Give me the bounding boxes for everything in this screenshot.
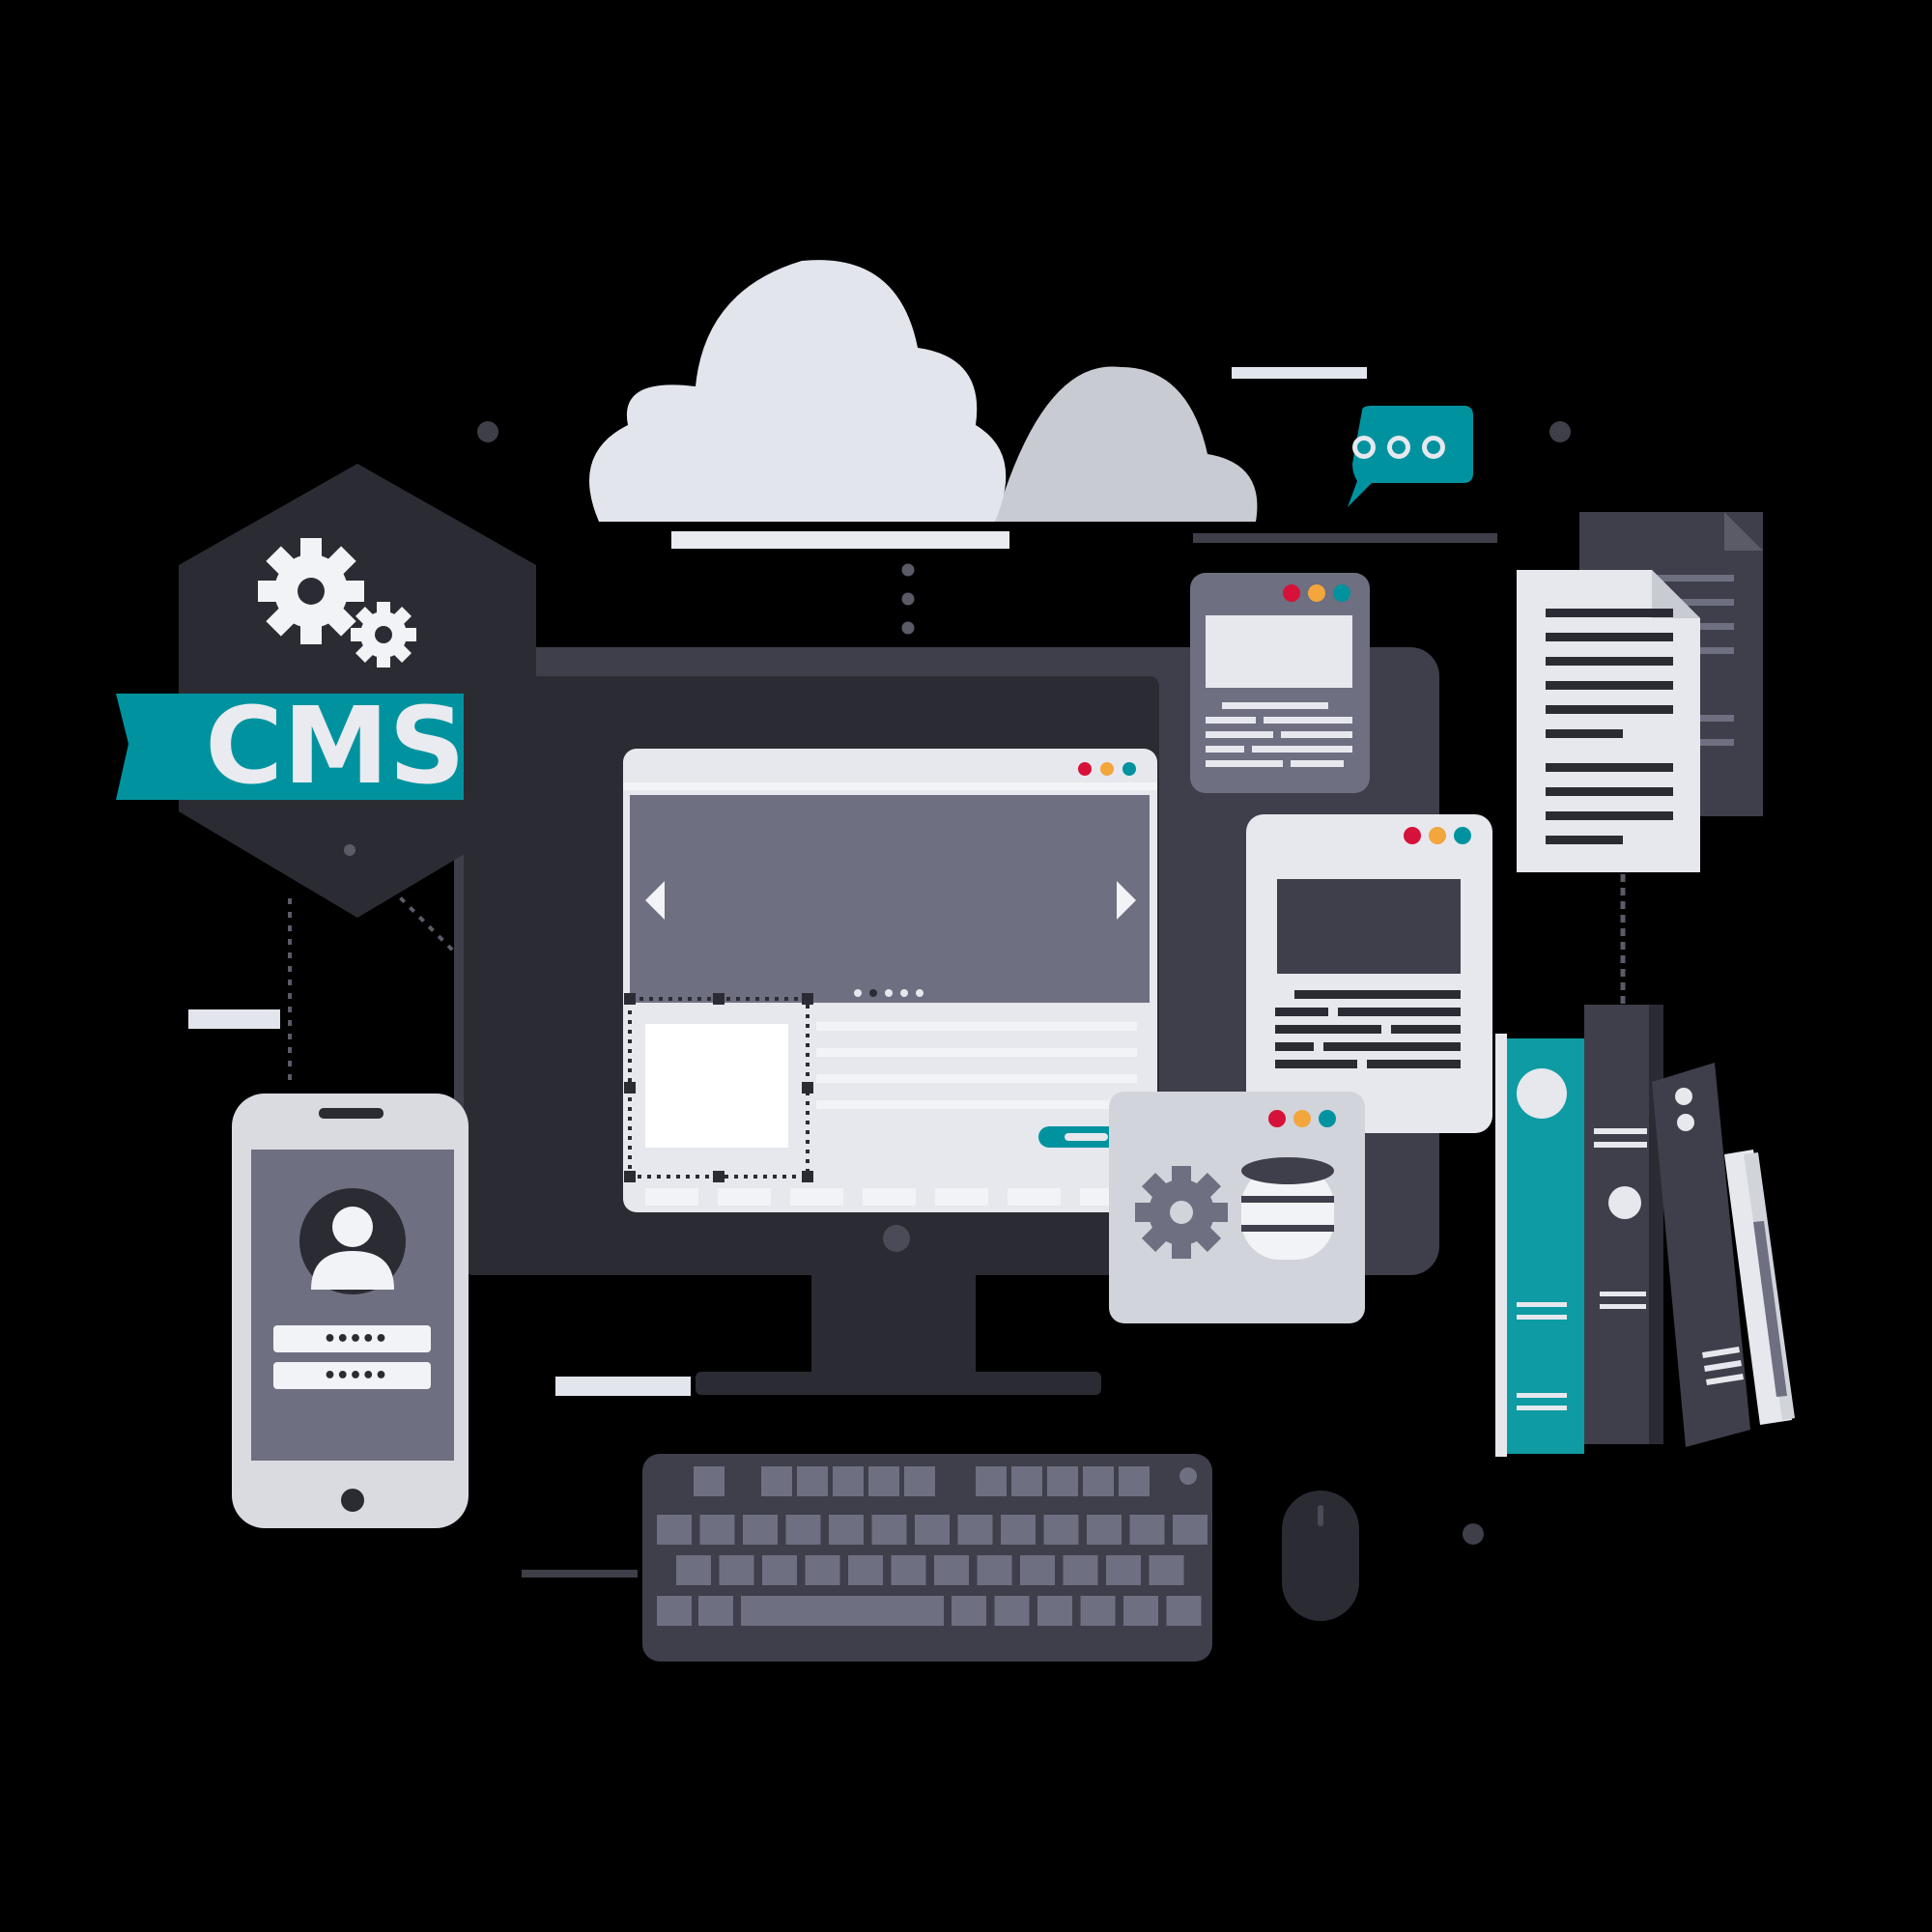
keyboard-key[interactable] (871, 1515, 907, 1545)
keyboard-key[interactable] (762, 1555, 797, 1585)
mobile-phone: ••••• ••••• (232, 1094, 469, 1528)
article-window (1246, 814, 1492, 1133)
slider-arrow-right-icon[interactable] (1117, 881, 1136, 920)
window-minimize-dot[interactable] (1100, 762, 1114, 776)
footer-nav[interactable] (645, 1188, 1133, 1206)
keyboard-key[interactable] (1083, 1466, 1114, 1496)
keyboard-key[interactable] (977, 1555, 1012, 1585)
keyboard-key[interactable] (1043, 1515, 1079, 1545)
gear-icon (1135, 1166, 1228, 1259)
keyboard-key[interactable] (1166, 1596, 1202, 1626)
keyboard-key[interactable] (741, 1596, 944, 1626)
username-field-mask: ••••• (324, 1327, 387, 1351)
keyboard-key[interactable] (891, 1555, 926, 1585)
keyboard-key[interactable] (797, 1466, 828, 1496)
keyboard-key[interactable] (1106, 1555, 1141, 1585)
keyboard-key[interactable] (805, 1555, 840, 1585)
keyboard-key[interactable] (743, 1515, 778, 1545)
username-field[interactable] (273, 1325, 431, 1352)
keyboard-key[interactable] (719, 1555, 754, 1585)
keyboard-key[interactable] (829, 1515, 864, 1545)
keyboard-key[interactable] (952, 1596, 986, 1626)
monitor-camera-icon (883, 1225, 910, 1252)
password-field[interactable] (273, 1362, 431, 1389)
keyboard-key[interactable] (994, 1596, 1030, 1626)
keyboard-key[interactable] (1037, 1596, 1072, 1626)
keyboard-key[interactable] (698, 1596, 733, 1626)
keyboard-key[interactable] (676, 1555, 711, 1585)
keyboard-key[interactable] (1087, 1515, 1122, 1545)
document-icon (1517, 512, 1763, 872)
keyboard-key[interactable] (868, 1466, 899, 1496)
database-icon (1241, 1157, 1334, 1260)
cms-badge-label: CMS (205, 684, 465, 808)
keyboard-key[interactable] (1080, 1596, 1116, 1626)
keyboard-key[interactable] (657, 1515, 692, 1545)
cloud-icon (589, 260, 1258, 549)
binder-icon (1495, 1005, 1795, 1457)
keyboard-key[interactable] (976, 1466, 1007, 1496)
keyboard-key[interactable] (904, 1466, 935, 1496)
keyboard-key[interactable] (694, 1466, 724, 1496)
phone-home-button[interactable] (341, 1489, 364, 1512)
keyboard-key[interactable] (833, 1466, 864, 1496)
keyboard-key[interactable] (1020, 1555, 1055, 1585)
keyboard-key[interactable] (761, 1466, 792, 1496)
keyboard-key[interactable] (1129, 1515, 1165, 1545)
keyboard-key[interactable] (657, 1596, 692, 1626)
gears-icon (258, 538, 416, 668)
keyboard-icon[interactable] (642, 1454, 1212, 1662)
keyboard-key[interactable] (848, 1555, 883, 1585)
cms-badge: CMS (116, 464, 555, 918)
keyboard-key[interactable] (934, 1555, 969, 1585)
slider-pagination-dots[interactable] (854, 989, 923, 997)
chat-bubble-icon (1348, 406, 1473, 507)
keyboard-key[interactable] (1063, 1555, 1098, 1585)
keyboard-key[interactable] (1119, 1466, 1150, 1496)
user-avatar-icon (299, 1188, 406, 1294)
keyboard-key[interactable] (1011, 1466, 1042, 1496)
keyboard-key[interactable] (699, 1515, 735, 1545)
keyboard-key[interactable] (915, 1515, 950, 1545)
slider-arrow-left-icon[interactable] (645, 881, 665, 920)
window-close-dot[interactable] (1078, 762, 1092, 776)
keyboard-key[interactable] (1173, 1515, 1208, 1545)
monitor (464, 676, 1159, 1395)
keyboard-key[interactable] (1047, 1466, 1078, 1496)
keyboard-key[interactable] (785, 1515, 821, 1545)
keyboard-key[interactable] (957, 1515, 993, 1545)
mouse-icon[interactable] (1282, 1491, 1359, 1621)
browser-window-icon (1190, 573, 1370, 793)
settings-window (1109, 1092, 1365, 1323)
window-maximize-dot[interactable] (1122, 762, 1136, 776)
content-text-lines (816, 1022, 1137, 1109)
keyboard-key[interactable] (1149, 1555, 1184, 1585)
keyboard-key[interactable] (1001, 1515, 1036, 1545)
hero-slider (630, 795, 1150, 1003)
image-placeholder[interactable] (645, 1024, 788, 1148)
keyboard-key[interactable] (1123, 1596, 1158, 1626)
password-field-mask: ••••• (324, 1364, 387, 1388)
